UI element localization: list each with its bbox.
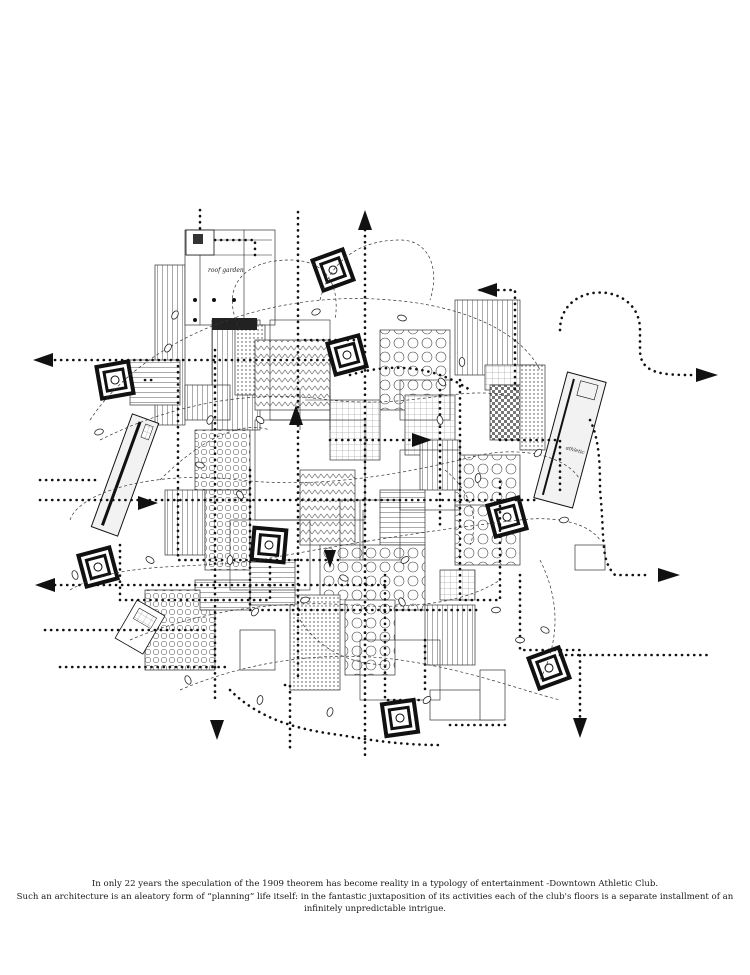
square-icon <box>324 332 370 378</box>
room-squares <box>75 246 573 739</box>
arrow-up <box>358 210 372 230</box>
dotted-paths <box>38 208 712 762</box>
dotted-path <box>248 468 482 612</box>
arrow-down <box>573 718 587 738</box>
square-icon <box>379 697 421 739</box>
arrow-left <box>477 283 497 297</box>
dotted-path <box>518 573 582 727</box>
athletic-label: athletic <box>565 445 585 456</box>
arrow-down <box>210 720 224 740</box>
elliptical-markers <box>71 308 569 717</box>
caption-text: In only 22 years the speculation of the … <box>10 878 740 916</box>
ellipse-marker <box>71 570 79 580</box>
ellipse-marker <box>145 556 155 564</box>
ellipse-marker <box>255 416 265 424</box>
ellipse-marker <box>491 606 501 614</box>
ellipse-marker <box>300 596 310 604</box>
ellipse-marker <box>422 695 432 705</box>
arrow-right <box>412 433 432 447</box>
ellipse-marker <box>458 357 466 367</box>
plan-fragment <box>194 429 251 491</box>
ellipse-marker <box>515 636 525 644</box>
plan-fragments <box>129 229 606 721</box>
ellipse-marker <box>311 308 321 316</box>
ellipse-marker <box>397 314 407 322</box>
ellipse-marker <box>559 516 569 524</box>
plan-fragment <box>519 364 546 451</box>
ellipse-marker <box>195 461 205 469</box>
plan-fragment <box>454 299 521 376</box>
square-icon <box>309 246 357 294</box>
caption-line: In only 22 years the speculation of the … <box>91 879 659 889</box>
dotted-path <box>588 418 652 577</box>
plan-fragment <box>329 399 381 461</box>
arrow-left <box>35 578 55 592</box>
ellipse-marker <box>256 695 264 705</box>
plan-fragment <box>249 559 296 606</box>
dotted-path <box>348 366 472 392</box>
ellipse-marker <box>171 310 179 320</box>
roof-garden-plan: roof garden <box>185 229 257 330</box>
ellipse-marker <box>206 415 214 425</box>
dashed-curves <box>69 239 601 701</box>
ellipse-marker <box>540 626 550 634</box>
dotted-path <box>498 438 562 497</box>
dotted-path <box>228 688 442 747</box>
arrow-right <box>658 568 680 582</box>
plan-fragment <box>184 384 231 421</box>
ellipse-marker <box>226 555 234 565</box>
ellipse-marker <box>533 448 543 458</box>
ellipse-marker <box>250 607 260 617</box>
plan-fragment <box>194 579 251 611</box>
square-icon <box>525 644 573 692</box>
arrow-down <box>324 550 336 568</box>
plan-fragment <box>439 569 476 601</box>
plan-fragment <box>479 669 506 721</box>
dotted-path <box>283 683 292 752</box>
dotted-path <box>383 573 432 702</box>
plan-fragment <box>254 339 331 411</box>
ellipse-marker <box>339 574 349 582</box>
square-icon <box>75 544 121 590</box>
plan-fragment <box>299 469 356 546</box>
square-icon <box>249 525 289 565</box>
plan-fragment <box>239 629 276 671</box>
ellipse-marker <box>94 428 104 436</box>
ellipse-marker <box>184 675 192 685</box>
roof-garden-label: roof garden <box>208 267 244 274</box>
arrow-left <box>33 353 53 367</box>
ellipse-marker <box>474 473 482 483</box>
dotted-path <box>558 291 697 377</box>
ellipse-marker <box>436 415 444 425</box>
dotted-path <box>176 358 342 562</box>
plan-fragment <box>344 599 396 676</box>
plan-fragment <box>424 604 476 666</box>
ellipse-marker <box>398 597 406 607</box>
plan-linework <box>186 230 461 701</box>
ellipse-marker <box>400 556 410 564</box>
plan-fragment <box>574 544 606 571</box>
ellipse-marker <box>326 707 334 717</box>
tilted-plan-cards: athletic <box>90 371 607 655</box>
ellipse-marker <box>438 377 446 387</box>
ellipse-marker <box>236 490 244 500</box>
arrow-right <box>138 496 158 510</box>
ellipse-marker <box>164 343 172 353</box>
square-icon <box>94 359 136 401</box>
square-icon <box>484 494 530 540</box>
arrow-right <box>696 368 718 382</box>
caption-line: Such an architecture is an aleatory form… <box>16 891 734 915</box>
arrow-up <box>289 405 303 425</box>
plan-fragment <box>129 359 181 406</box>
dotted-path <box>458 378 502 602</box>
arrow-heads <box>33 210 718 740</box>
dotted-path <box>213 238 257 262</box>
plan-fragment <box>204 489 251 571</box>
plan-fragment <box>379 489 426 546</box>
